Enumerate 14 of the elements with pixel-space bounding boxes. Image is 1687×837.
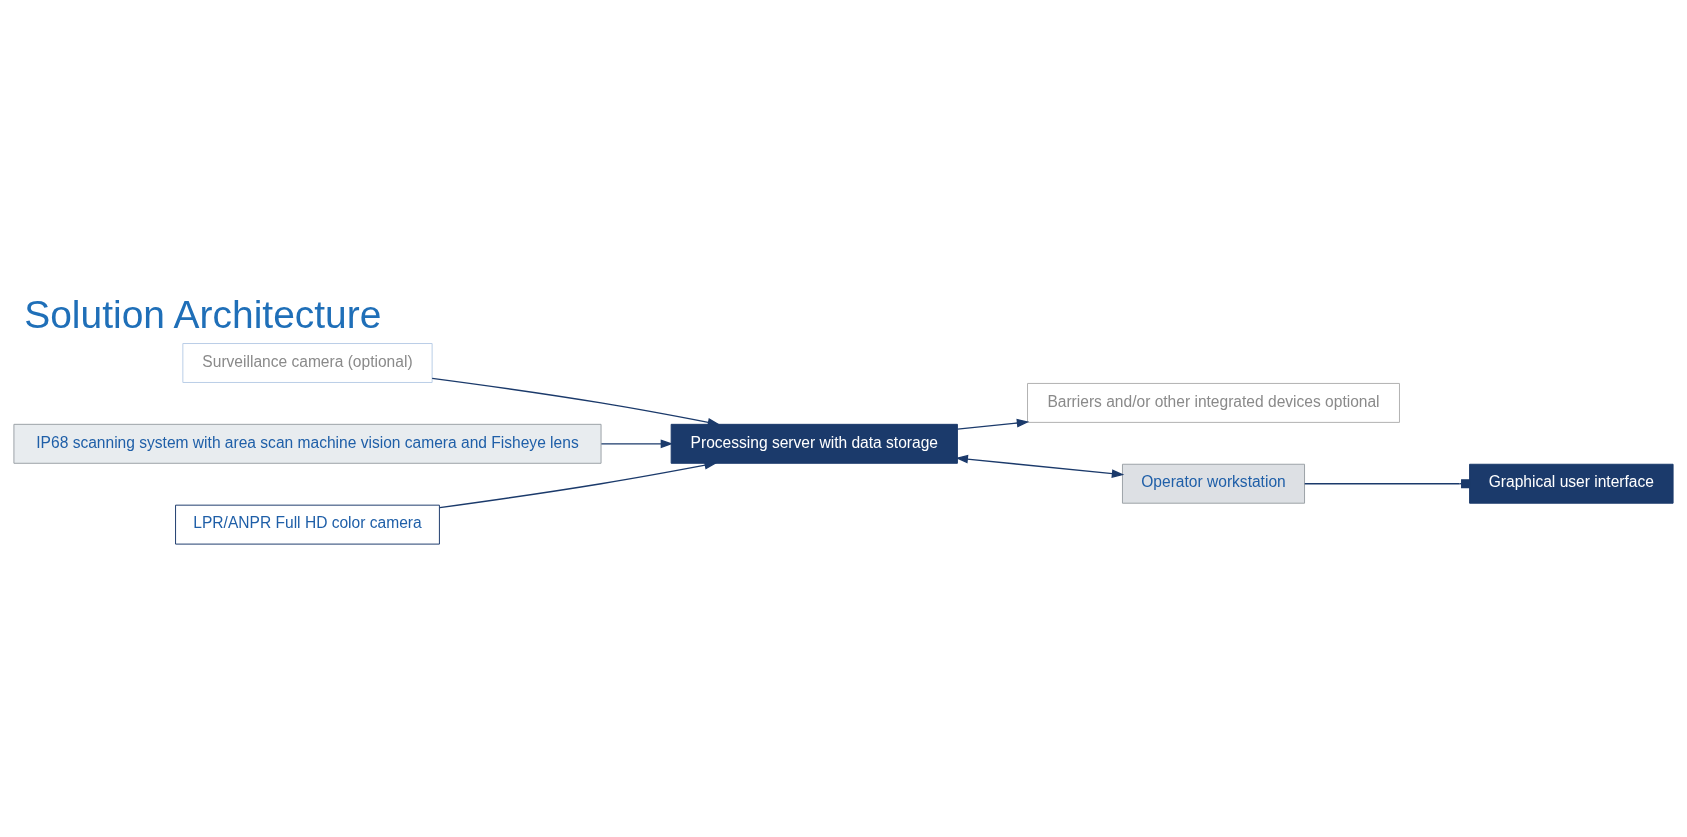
diagram-title: Solution Architecture — [24, 292, 382, 336]
arrow — [439, 460, 717, 509]
node-box: LPR/ANPR Full HD color camera — [175, 504, 440, 545]
arrow — [600, 439, 674, 449]
node-box: Graphical user interface — [1469, 463, 1674, 504]
arrow — [956, 418, 1030, 430]
connector — [1304, 479, 1471, 489]
arrow — [955, 454, 1125, 478]
node-box: Processing server with data storage — [670, 423, 958, 464]
node-box: Surveillance camera (optional) — [182, 343, 433, 383]
arrow — [431, 377, 721, 427]
node-box: Operator workstation — [1121, 463, 1306, 504]
node-box: IP68 scanning system with area scan machine vision camera and Fisheye lens — [13, 423, 602, 464]
node-box: Barriers and/or other integrated devices optional — [1027, 382, 1400, 423]
